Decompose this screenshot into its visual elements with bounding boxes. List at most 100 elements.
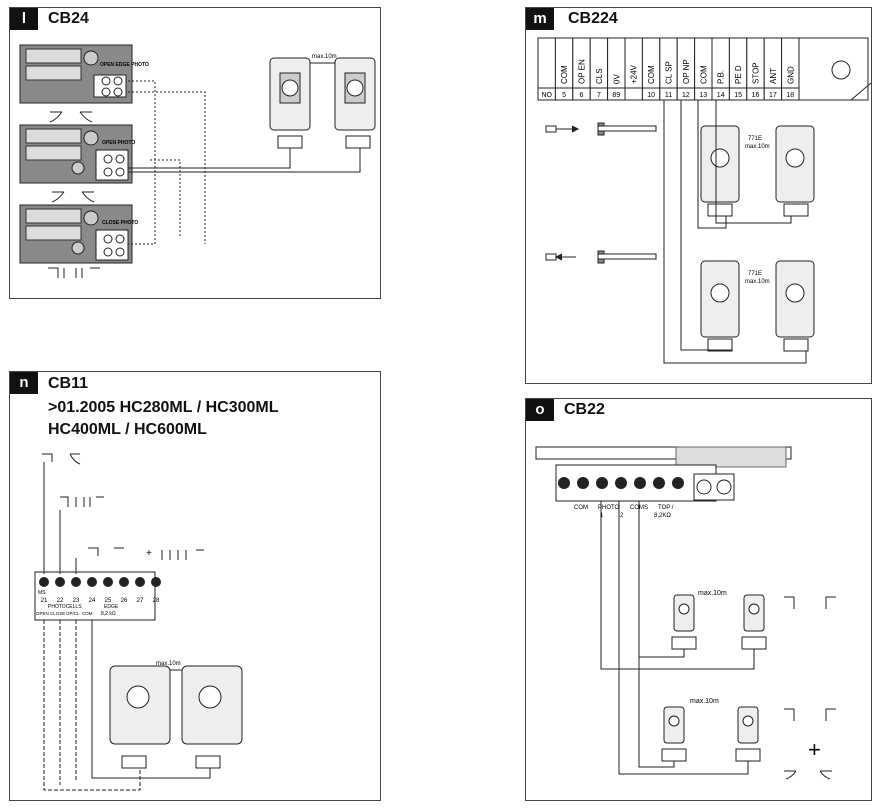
term-sub-1: 1	[600, 513, 604, 519]
open-close-arrows-icon	[60, 496, 104, 507]
terminal-label: STOP	[752, 62, 761, 84]
terminal-screws	[558, 477, 684, 489]
terminal-number: 23	[73, 598, 80, 604]
max-distance-label: max.10m	[156, 661, 181, 667]
screw-27: 27	[135, 577, 145, 604]
screw-22: 22	[55, 577, 65, 604]
edge-label: EDGE	[104, 604, 119, 610]
open-close-arrows-icon	[48, 267, 100, 278]
wiring	[43, 462, 211, 791]
plus-label: +	[146, 548, 152, 559]
terminal-5: +24V	[624, 37, 643, 101]
screw-5	[653, 477, 665, 489]
contact-diagram-bottom	[545, 250, 657, 264]
panel-tag: m	[526, 8, 554, 30]
panel-tag: o	[526, 399, 554, 421]
wiring	[128, 80, 361, 245]
edge-value: 8,2 kΩ	[101, 611, 116, 617]
terminal-number: 28	[153, 598, 160, 604]
terminal-label: COM	[560, 65, 569, 84]
panel-tag: l	[10, 8, 38, 30]
photocell-pair: max.10m	[109, 661, 243, 769]
open-close-arrows-icon	[88, 547, 124, 556]
wiring	[600, 501, 755, 775]
photocells-label: PHOTOCELLS	[48, 604, 82, 610]
terminal-label: +24V	[630, 64, 639, 84]
photocell-pair-2: max.10m	[661, 698, 761, 762]
terminal-number: 18	[786, 92, 794, 99]
terminal-9: COM 13	[694, 37, 713, 101]
terminal-number: 6	[580, 92, 584, 99]
terminal-number: 5	[562, 92, 566, 99]
screw-0	[558, 477, 570, 489]
max-distance-label: max.10m	[698, 590, 727, 597]
term-sub-3: 8,2KΩ	[654, 513, 671, 519]
terminal-number: 12	[682, 92, 690, 99]
panel-o-cb22: o CB22 COM PHOTO COMS TOP / 1 2 8,2KΩ ma…	[525, 398, 872, 801]
terminal-8: OP NP 12	[676, 37, 696, 101]
cb24-module-close-photo: CLOSE PHOTO	[19, 204, 138, 264]
terminal-label: OP NP	[682, 59, 691, 84]
terminal-number: NO	[541, 92, 552, 99]
terminal-number: 14	[717, 92, 725, 99]
cb24-module-open-photo: OPEN PHOTO	[19, 124, 135, 184]
screw-4	[634, 477, 646, 489]
open-close-arrows-icon	[784, 596, 836, 609]
screw-23: 23	[71, 577, 81, 604]
terminal-label: 0V	[612, 74, 621, 84]
terminal-label: COM	[699, 65, 708, 84]
open-arrows-icon	[49, 111, 93, 123]
terminal-number: 25	[105, 598, 112, 604]
close-arrows-icon	[51, 191, 95, 203]
sub-label-close: CLOSE	[50, 611, 65, 616]
panel-title: CB22	[564, 401, 605, 418]
terminal-0: NO	[537, 37, 556, 101]
sub-label-opcl: OP/CL	[66, 611, 80, 616]
open-close-arrows-icon	[161, 549, 204, 560]
max-distance-label: max.10m	[312, 54, 337, 60]
panel-title: CB11	[48, 375, 89, 392]
screw-28: 28	[151, 577, 161, 604]
panel-tag: n	[10, 372, 38, 394]
terminal-label: COM	[647, 65, 656, 84]
screw-25: 25	[103, 577, 113, 604]
terminal-label: ANT	[769, 68, 778, 84]
terminal-number: 17	[769, 92, 777, 99]
panel-title: CB24	[48, 10, 89, 27]
sub-label-com: COM	[82, 611, 93, 616]
pair-model-label: 771E	[748, 271, 762, 277]
term-label-top: TOP /	[658, 505, 674, 511]
terminal-number: 7	[597, 92, 601, 99]
max-distance-label: max.10m	[690, 698, 719, 705]
pair-max-label: max.10m	[745, 144, 770, 150]
pair-model-label: 771E	[748, 136, 762, 142]
module-label: OPEN PHOTO	[102, 140, 135, 146]
screw-6	[672, 477, 684, 489]
panel-subtitle-2: HC400ML / HC600ML	[48, 421, 207, 438]
photocell-pair-2: 771E max.10m	[700, 260, 815, 352]
screw-21: 21	[39, 577, 49, 604]
terminal-number: 24	[89, 598, 96, 604]
wiring	[663, 100, 807, 364]
term-label-photo: PHOTO	[598, 505, 620, 511]
cb22-diagram: COM PHOTO COMS TOP / 1 2 8,2KΩ max.10m m…	[535, 446, 836, 780]
plus-label: +	[808, 737, 821, 762]
open-close-arrows-icon	[784, 770, 832, 780]
contact-diagram-top	[545, 122, 657, 136]
panel-n-cb11: n CB11 >01.2005 HC280ML / HC300ML HC400M…	[9, 371, 381, 801]
terminal-label: OP EN	[578, 59, 587, 84]
terminal-number: 13	[699, 92, 707, 99]
terminal-label: PE D	[734, 65, 743, 84]
panel-title: CB224	[568, 10, 618, 27]
terminal-number: 15	[734, 92, 742, 99]
